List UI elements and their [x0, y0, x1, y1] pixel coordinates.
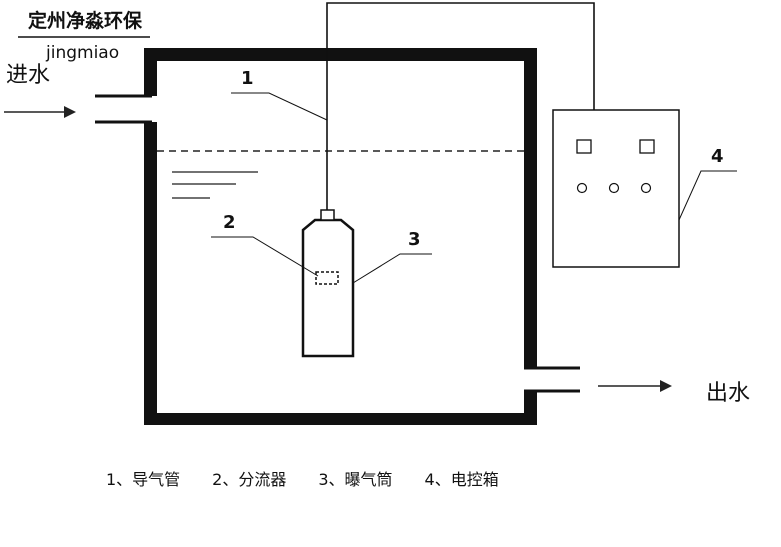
callout-3-leader [352, 253, 432, 284]
brand-name: 定州净淼环保 [28, 9, 143, 32]
aeration-cylinder [301, 209, 355, 358]
water-level-symbol [172, 171, 258, 199]
indicator-1-icon [576, 182, 588, 194]
outlet-arrowhead [660, 380, 672, 392]
brand-pinyin: jingmiao [45, 43, 119, 63]
flow-divider [315, 271, 339, 285]
air-pipe [326, 2, 595, 210]
tank-walls [144, 48, 537, 425]
switch-left-icon [576, 139, 592, 154]
indicator-3-icon [640, 182, 652, 194]
callout-4: 4 [711, 146, 724, 167]
callout-2: 2 [223, 212, 236, 233]
inlet-pipe [95, 94, 152, 124]
callout-2-leader [211, 236, 319, 277]
inlet-label: 进水 [6, 63, 50, 88]
legend: 1、导气管 2、分流器 3、曝气筒 4、电控箱 [106, 470, 499, 489]
outlet-label: 出水 [706, 381, 750, 406]
outlet-pipe [524, 366, 580, 393]
callout-3: 3 [408, 229, 421, 250]
callout-1-leader [231, 92, 328, 121]
callout-1: 1 [241, 68, 254, 89]
switch-right-icon [639, 139, 655, 154]
control-box [552, 109, 680, 268]
indicator-2-icon [608, 182, 620, 194]
callout-4-leader [678, 170, 737, 221]
inlet-arrowhead [64, 106, 76, 118]
